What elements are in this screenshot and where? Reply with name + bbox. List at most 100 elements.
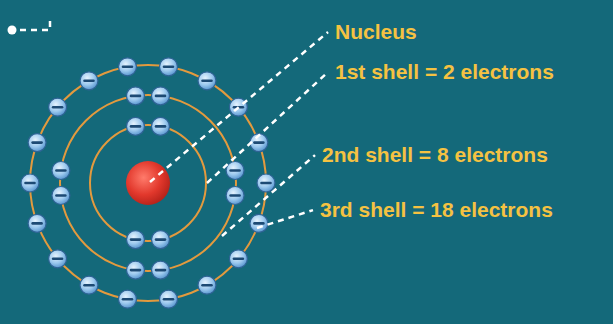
electron-symbol <box>257 174 275 192</box>
electron-ball <box>226 187 244 205</box>
nucleus-label: Nucleus <box>335 20 417 44</box>
electron-ball <box>198 72 216 90</box>
minus-mark <box>33 141 42 144</box>
electron-ball <box>250 214 268 232</box>
electron-symbol <box>160 290 178 308</box>
minus-mark <box>254 222 263 225</box>
electron-ball <box>28 214 46 232</box>
electron-symbol <box>80 72 98 90</box>
electron-ball <box>52 187 70 205</box>
minus-mark <box>156 269 165 272</box>
electron-symbol <box>49 250 67 268</box>
minus-mark <box>203 284 212 287</box>
minus-mark <box>164 66 173 69</box>
electron-symbol <box>119 290 137 308</box>
electron-ball <box>198 276 216 294</box>
minus-mark <box>53 106 62 109</box>
electron-ball <box>229 250 247 268</box>
minus-mark <box>85 80 94 83</box>
electron-symbol <box>28 134 46 152</box>
electron-symbol <box>250 214 268 232</box>
electron-symbol <box>152 261 170 279</box>
electron-ball <box>127 117 145 135</box>
electron-ball <box>152 231 170 249</box>
electron-symbol <box>152 117 170 135</box>
electron-ball <box>49 250 67 268</box>
electron-ball <box>119 290 137 308</box>
minus-mark <box>164 298 173 301</box>
minus-mark <box>156 238 165 241</box>
electron-ball <box>127 261 145 279</box>
electron-ball <box>152 87 170 105</box>
nucleus-ball <box>126 161 170 205</box>
electron-ball <box>119 58 137 76</box>
leader-group <box>150 32 328 236</box>
corner-dash <box>20 18 50 30</box>
electron-symbol <box>127 261 145 279</box>
shell-label: 1st shell = 2 electrons <box>335 60 554 84</box>
electron-symbol <box>49 98 67 116</box>
corner-mark <box>8 18 51 35</box>
minus-mark <box>234 257 243 260</box>
minus-mark <box>203 80 212 83</box>
minus-mark <box>231 194 240 197</box>
shell-ring <box>30 65 266 301</box>
shell-rings <box>30 65 266 301</box>
shell-label: 3rd shell = 18 electrons <box>320 198 553 222</box>
electron-symbol <box>127 231 145 249</box>
minus-mark <box>123 298 132 301</box>
electron-ball <box>226 162 244 180</box>
electron-ball <box>127 231 145 249</box>
electron-ball <box>52 162 70 180</box>
electron-symbol <box>226 187 244 205</box>
electron-symbol <box>80 276 98 294</box>
minus-mark <box>131 95 140 98</box>
electron-ball <box>127 87 145 105</box>
electron-symbol <box>28 214 46 232</box>
leader-line <box>222 155 315 236</box>
minus-mark <box>254 141 263 144</box>
minus-mark <box>85 284 94 287</box>
minus-mark <box>131 269 140 272</box>
electron-ball <box>80 276 98 294</box>
electron-symbol <box>127 87 145 105</box>
electron-symbol <box>152 231 170 249</box>
minus-mark <box>56 169 65 172</box>
corner-dot <box>8 26 17 35</box>
minus-mark <box>26 182 35 185</box>
electron-ball <box>80 72 98 90</box>
electron-symbol <box>229 250 247 268</box>
electron-symbol <box>198 72 216 90</box>
electron-symbol <box>52 162 70 180</box>
minus-mark <box>156 95 165 98</box>
electron-ball <box>28 134 46 152</box>
minus-mark <box>131 125 140 128</box>
electron-ball <box>257 174 275 192</box>
minus-mark <box>56 194 65 197</box>
leader-line <box>150 32 328 182</box>
minus-mark <box>262 182 271 185</box>
electron-ball <box>160 58 178 76</box>
electron-symbol <box>226 162 244 180</box>
minus-mark <box>123 66 132 69</box>
electron-symbol <box>160 58 178 76</box>
electron-ball <box>160 290 178 308</box>
leader-line <box>207 72 328 183</box>
minus-mark <box>156 125 165 128</box>
electron-symbol <box>152 87 170 105</box>
electron-group <box>21 58 275 308</box>
shell-ring <box>90 125 206 241</box>
electron-symbol <box>198 276 216 294</box>
shell-label: 2nd shell = 8 electrons <box>322 143 548 167</box>
electron-ball <box>152 117 170 135</box>
minus-mark <box>53 257 62 260</box>
electron-symbol <box>127 117 145 135</box>
electron-ball <box>49 98 67 116</box>
electron-symbol <box>119 58 137 76</box>
minus-mark <box>131 238 140 241</box>
electron-symbol <box>52 187 70 205</box>
electron-ball <box>152 261 170 279</box>
minus-mark <box>33 222 42 225</box>
electron-ball <box>21 174 39 192</box>
